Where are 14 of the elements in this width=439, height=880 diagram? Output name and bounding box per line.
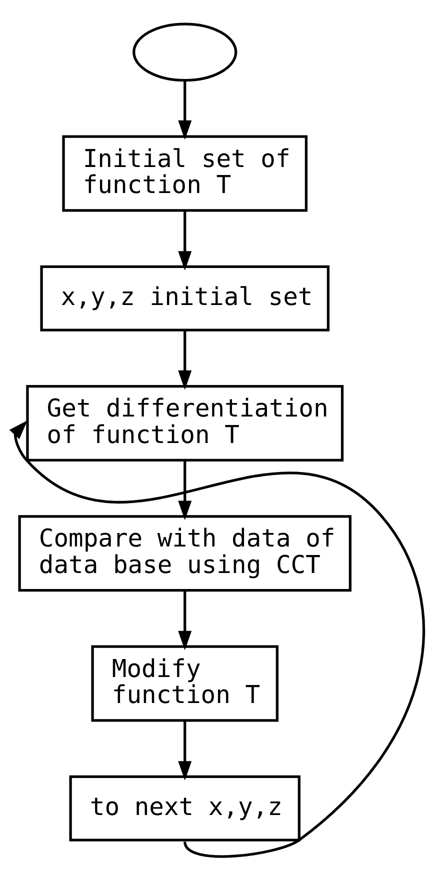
arrow bbox=[178, 460, 192, 520]
node-box: to next x,y,z bbox=[69, 774, 300, 841]
arrow bbox=[178, 590, 192, 650]
arrow bbox=[9, 420, 425, 858]
arrow bbox=[178, 80, 192, 140]
arrow bbox=[178, 720, 192, 780]
arrow bbox=[178, 210, 192, 270]
node-box: x,y,z initial set bbox=[40, 264, 330, 331]
node-box: Modify function T bbox=[91, 644, 278, 722]
node-box: Get differentiation of function T bbox=[26, 384, 344, 461]
node-box: Compare with data of data base using CCT bbox=[18, 514, 352, 592]
node-ellipse bbox=[132, 22, 238, 82]
arrow bbox=[178, 330, 192, 390]
node-box: Initial set of function T bbox=[62, 134, 308, 212]
